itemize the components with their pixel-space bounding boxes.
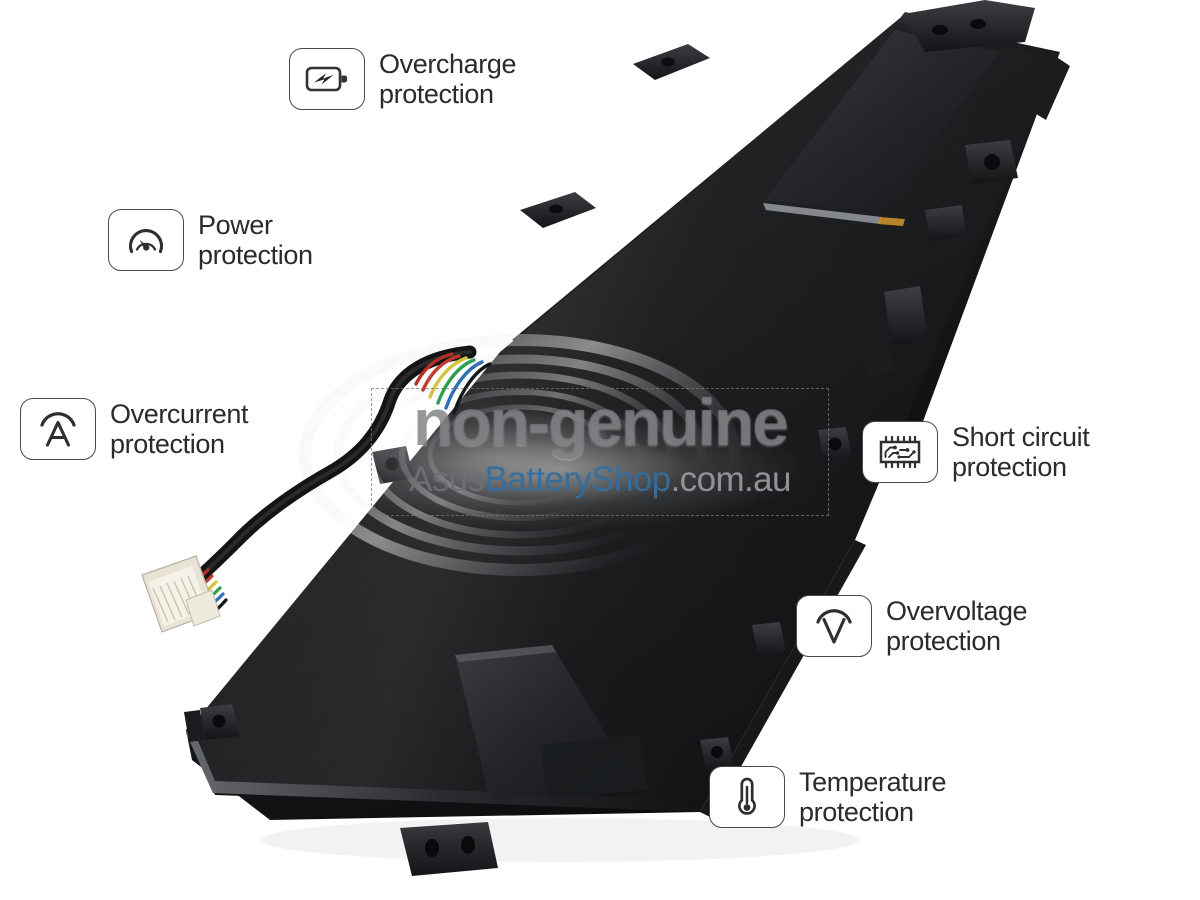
battery-connector (141, 555, 221, 633)
watermark-site-text: AsusBatteryShop.com.au (371, 460, 829, 500)
feature-overcurrent: Overcurrent protection (20, 398, 249, 460)
watermark-site-part2: BatteryShop (484, 460, 672, 499)
feature-short-circuit: Short circuit protection (862, 421, 1090, 483)
overcurrent-label: Overcurrent protection (110, 398, 249, 459)
thermometer-icon (738, 777, 756, 815)
overcurrent-icon-badge (20, 398, 96, 460)
ammeter-a-icon (40, 412, 76, 447)
ripple-glow (299, 334, 810, 576)
feature-overcharge: Overcharge protection (289, 48, 516, 110)
gauge-icon (128, 229, 164, 254)
overcharge-label: Overcharge protection (379, 48, 517, 109)
battery-cell-cover-top (763, 30, 1000, 226)
temperature-icon-badge (709, 766, 785, 828)
watermark-site-part1: Asus (409, 460, 485, 499)
watermark: non-genuine AsusBatteryShop.com.au (371, 385, 829, 516)
short-circuit-label: Short circuit protection (952, 421, 1090, 482)
watermark-main-text: non-genuine (413, 385, 789, 459)
battery-cell-cover-bottom (455, 645, 648, 800)
feature-power: Power protection (108, 209, 313, 271)
chip-circuit-icon (879, 435, 921, 469)
short-circuit-icon-badge (862, 421, 938, 483)
overcharge-icon-badge (289, 48, 365, 110)
battery-bolt-icon (305, 66, 348, 92)
feature-overvoltage: Overvoltage protection (796, 595, 1028, 657)
temperature-label: Temperature protection (799, 766, 947, 827)
watermark-site-part3: .com.au (670, 460, 792, 499)
power-icon-badge (108, 209, 184, 271)
power-label: Power protection (198, 209, 313, 270)
feature-temperature: Temperature protection (709, 766, 947, 828)
overvoltage-label: Overvoltage protection (886, 595, 1028, 656)
watermark-dashed-border (371, 388, 829, 516)
overvoltage-icon-badge (796, 595, 872, 657)
voltmeter-v-icon (816, 609, 852, 644)
